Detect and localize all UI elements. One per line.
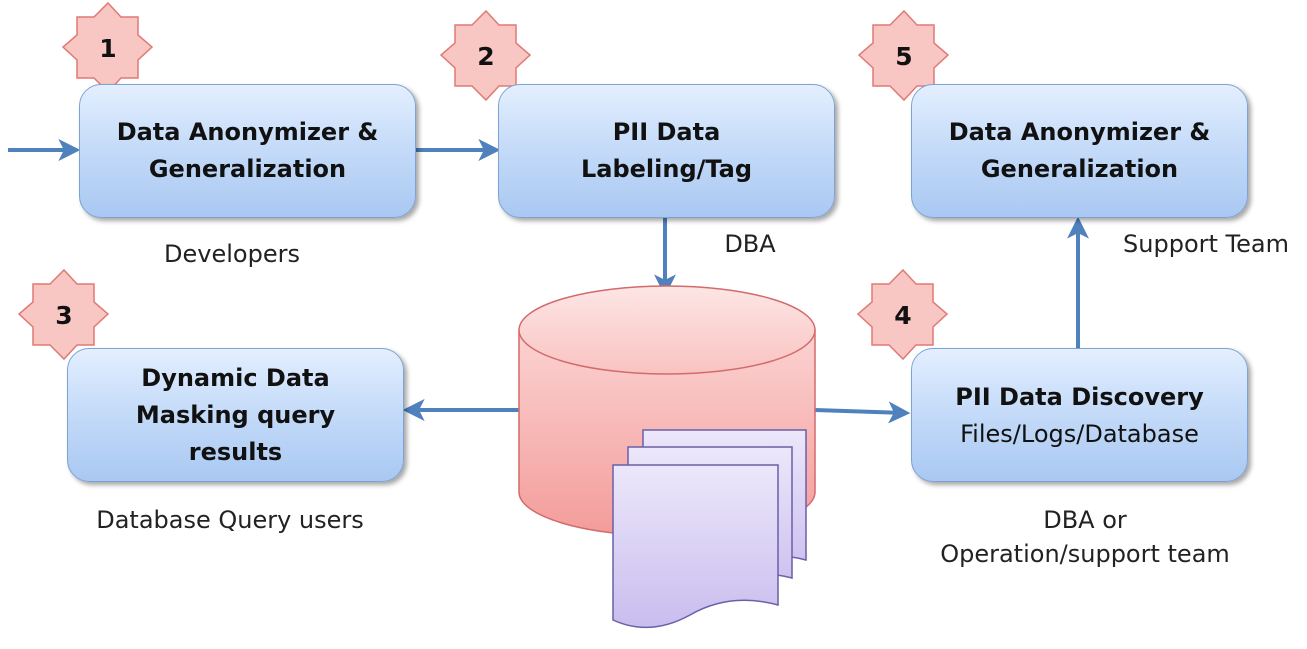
badge-star-5: [857, 9, 950, 102]
pii-discovery-subtitle: Files/Logs/Database: [960, 419, 1199, 448]
pii-discovery-box: PII Data Discovery Files/Logs/Database: [911, 348, 1248, 482]
stacked-documents-icon: [612, 429, 807, 629]
badge-number-5: 5: [895, 41, 913, 71]
data-anonymizer-box-left: Data Anonymizer & Generalization: [79, 84, 416, 218]
badge-5: 5: [856, 8, 952, 104]
badge-star-3: [17, 268, 110, 361]
arrows: [8, 139, 1089, 424]
badge-star-4: [856, 268, 949, 361]
dynamic-masking-box: Dynamic Data Masking query results: [67, 348, 404, 482]
badge-1: 1: [60, 0, 156, 96]
role-dba: DBA: [724, 230, 776, 258]
role-developers: Developers: [164, 240, 300, 268]
pii-discovery-title: PII Data Discovery: [955, 382, 1204, 411]
badge-star-2: [439, 9, 532, 102]
badge-2: 2: [438, 8, 534, 104]
role-dba-ops: DBA or Operation/support team: [940, 506, 1230, 568]
data-anonymizer-left-title: Data Anonymizer & Generalization: [116, 118, 379, 183]
pii-labeling-box: PII Data Labeling/Tag: [498, 84, 835, 218]
badge-3: 3: [16, 267, 112, 363]
arrow-database-to-discovery: [814, 401, 911, 424]
badge-4: 4: [855, 267, 951, 363]
role-support-team: Support Team: [1123, 230, 1289, 258]
badge-number-3: 3: [55, 300, 73, 330]
document-front: [612, 464, 779, 629]
data-anonymizer-right-title: Data Anonymizer & Generalization: [948, 118, 1211, 183]
data-anonymizer-box-right: Data Anonymizer & Generalization: [911, 84, 1248, 218]
role-query-users: Database Query users: [96, 506, 364, 534]
badge-number-4: 4: [894, 300, 912, 330]
dynamic-masking-title: Dynamic Data Masking query results: [135, 363, 336, 466]
pii-labeling-title: PII Data Labeling/Tag: [580, 118, 753, 183]
badge-number-1: 1: [99, 33, 117, 63]
badge-number-2: 2: [477, 41, 495, 71]
